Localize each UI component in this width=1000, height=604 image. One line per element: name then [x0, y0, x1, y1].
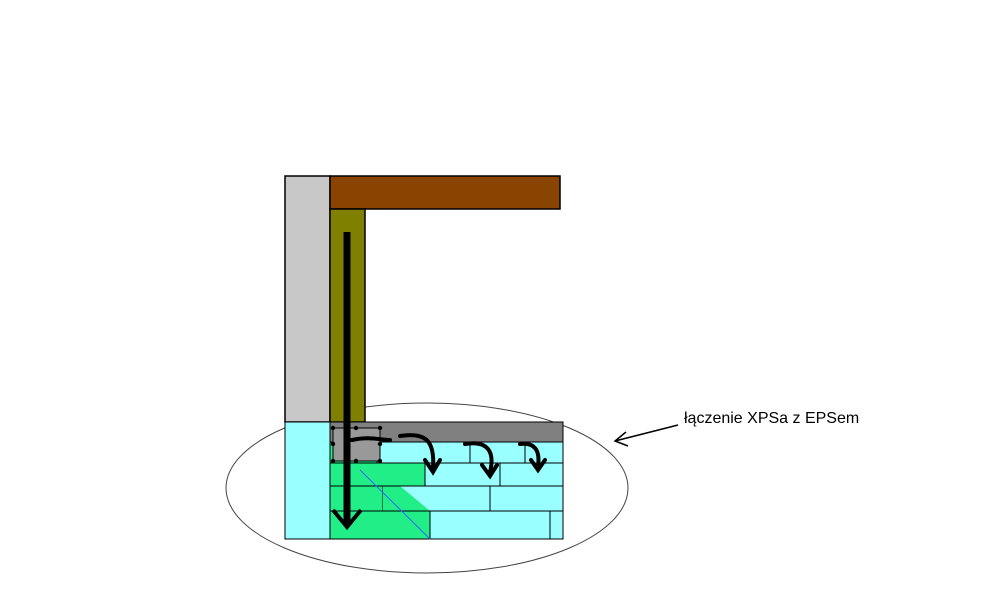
flow-arrow: [350, 436, 392, 442]
vertical-flow-arrow: [331, 232, 363, 531]
flow-arrow-head: [480, 463, 499, 480]
curved-flow-arrows: [350, 433, 547, 480]
beam: [329, 175, 561, 210]
annotation-label: łączenie XPSa z EPSem: [684, 410, 860, 427]
flow-arrow-head: [423, 458, 442, 476]
joint-diagonal-line: [359, 469, 431, 540]
xps-base-left: [284, 421, 331, 540]
eps-block: [329, 485, 384, 512]
wall: [284, 175, 331, 423]
flow-arrow: [463, 441, 494, 474]
selection-box: [330, 425, 383, 464]
annotation-pointer: [613, 424, 679, 447]
flow-arrow: [518, 441, 541, 468]
screed-layer: [329, 421, 564, 443]
flow-arrow: [398, 433, 436, 470]
highlight-ellipse: [225, 402, 629, 574]
flow-arrow-head: [529, 458, 547, 474]
